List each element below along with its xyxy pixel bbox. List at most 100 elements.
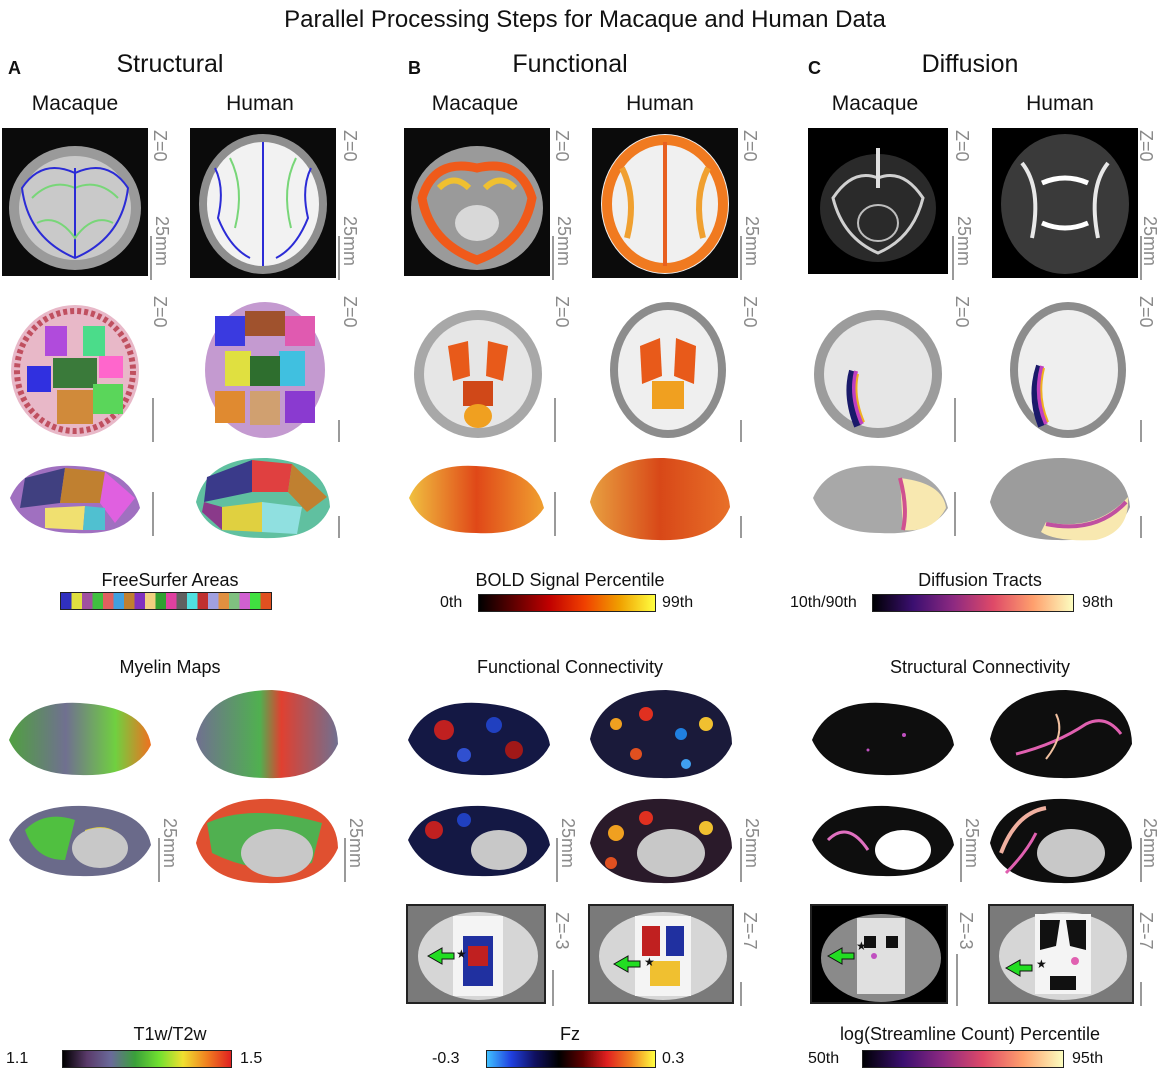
panel-a-scale-label-2: 25mm: [340, 216, 360, 267]
panel-a-scalebar-5: [152, 492, 154, 536]
panel-c-macaque-label: Macaque: [831, 92, 919, 115]
panel-c-scalebar-7: [960, 838, 962, 882]
panel-a-human-myelin-lateral: [196, 690, 338, 779]
panel-b-bold-colorbar: [478, 594, 656, 612]
panel-a-scale-label-3: 25mm: [160, 818, 180, 869]
panel-b-z-label-2: Z=0: [740, 130, 760, 162]
panel-c-section2-title: Structural Connectivity: [889, 657, 1071, 677]
panel-a-colorbar2-max: 1.5: [240, 1050, 263, 1067]
panel-a-colorbar2-min: 1.1: [6, 1050, 29, 1067]
panel-b-human-seed-slice: ★: [588, 904, 734, 1004]
panel-a-macaque-label: Macaque: [31, 92, 119, 115]
panel-a-z-label-3: Z=0: [150, 296, 170, 328]
panel-b-scale-label-4: 25mm: [742, 818, 762, 869]
panel-b-scale-label-3: 25mm: [558, 818, 578, 869]
panel-a-colorbar2-title: T1w/T2w: [133, 1024, 207, 1044]
panel-a-scale-label-1: 25mm: [152, 216, 172, 267]
panel-c-scale-label-1: 25mm: [954, 216, 974, 267]
panel-c-scalebar-8: [1140, 838, 1142, 882]
panel-a-z-label-4: Z=0: [340, 296, 360, 328]
panel-c-human-label: Human: [1026, 92, 1094, 115]
panel-c-slice-label-2: Z=-7: [1136, 912, 1156, 950]
panel-b-colorbar2-title: Fz: [560, 1024, 580, 1044]
panel-c-scalebar-10: [1140, 982, 1142, 1006]
panel-c-slice-label-1: Z=-3: [956, 912, 976, 950]
panel-b-macaque-bold-slice: [404, 128, 550, 276]
panel-a-scalebar-1: [150, 236, 152, 280]
panel-c-scalebar-3: [954, 398, 956, 442]
svg-text:★: ★: [856, 939, 867, 953]
panel-a-human-label: Human: [226, 92, 294, 115]
figure-title: Parallel Processing Steps for Macaque an…: [284, 6, 886, 33]
panel-c-title: Diffusion: [921, 50, 1019, 78]
svg-text:★: ★: [456, 947, 467, 961]
panel-b-macaque-label: Macaque: [431, 92, 519, 115]
panel-a-letter: A: [8, 58, 21, 78]
panel-b-colorbar-min: 0th: [440, 594, 463, 611]
panel-b-human-bold-surface: [590, 457, 730, 541]
panel-b-fz-colorbar: [486, 1050, 656, 1068]
panel-a-scalebar-4: [338, 420, 340, 442]
panel-c-scalebar-2: [1140, 236, 1142, 280]
panel-b-colorbar-title: BOLD Signal Percentile: [475, 570, 665, 590]
panel-a-scalebar-6: [338, 516, 340, 538]
panel-a-human-surface-areas: [196, 457, 330, 539]
panel-a-section2-title: Myelin Maps: [119, 657, 221, 677]
panel-b-colorbar-max: 99th: [662, 594, 694, 611]
panel-a-scalebar-3: [152, 398, 154, 442]
panel-c-colorbar2-max: 95th: [1072, 1050, 1104, 1067]
panel-a-title: Structural: [116, 50, 224, 78]
panel-c-macaque-tract-surface: [813, 465, 948, 534]
panel-b-z-label-4: Z=0: [740, 296, 760, 328]
panel-b-colorbar2-max: 0.3: [662, 1050, 685, 1067]
panel-c-human-tract-surface: [990, 457, 1130, 541]
panel-b-colorbar2-min: -0.3: [432, 1050, 460, 1067]
panel-b-section2-title: Functional Connectivity: [476, 657, 664, 677]
panel-c-scale-label-2: 25mm: [1140, 216, 1160, 267]
panel-b-human-fc-lateral: [590, 690, 732, 779]
panel-c-scale-label-3: 25mm: [962, 818, 982, 869]
svg-text:★: ★: [644, 955, 655, 969]
panel-a-scalebar-8: [344, 838, 346, 882]
panel-a-z-label-1: Z=0: [150, 130, 170, 162]
panel-c-human-sc-lateral: [990, 690, 1132, 779]
panel-b-z-label-1: Z=0: [552, 130, 572, 162]
panel-a-freesurfer-colorbar: [60, 592, 272, 610]
svg-text:★: ★: [1036, 957, 1047, 971]
panel-b-scale-label-2: 25mm: [742, 216, 762, 267]
panel-c-macaque-seed-slice: ★: [810, 904, 948, 1004]
panel-b-scalebar-2: [740, 236, 742, 280]
panel-b-scalebar-10: [740, 982, 742, 1006]
panel-a-t1w-t2w-colorbar: [62, 1050, 232, 1068]
panel-c-macaque-dwi-slice: [808, 128, 948, 274]
panel-c-scalebar-4: [1140, 420, 1142, 442]
panel-c-z-label-1: Z=0: [952, 130, 972, 162]
panel-a-scalebar-2: [338, 236, 340, 280]
panel-b-scalebar-9: [552, 970, 554, 1006]
panel-b-human-label: Human: [626, 92, 694, 115]
panel-c-colorbar-max: 98th: [1082, 594, 1114, 611]
panel-b-scalebar-3: [554, 398, 556, 442]
panel-c-tracts-colorbar: [872, 594, 1074, 612]
panel-b-slice-label-2: Z=-7: [740, 912, 760, 950]
panel-b-macaque-subcortical-slice: [414, 310, 542, 438]
panel-b-human-bold-slice: [592, 128, 738, 278]
panel-c-scalebar-1: [952, 236, 954, 280]
panel-b-z-label-3: Z=0: [552, 296, 572, 328]
panel-c-colorbar-min: 10th/90th: [790, 594, 857, 611]
panel-b-letter: B: [408, 58, 421, 78]
panel-a-human-myelin-medial: [196, 798, 338, 884]
panel-c-scalebar-6: [1140, 516, 1142, 538]
panel-b-macaque-fc-lateral: [408, 702, 550, 776]
panel-c-macaque-sc-lateral: [812, 702, 954, 776]
panel-b-scalebar-5: [554, 492, 556, 536]
panel-c-colorbar2-min: 50th: [808, 1050, 840, 1067]
panel-b-human-subcortical-slice: [610, 302, 726, 438]
panel-a-human-mri-slice: [190, 128, 336, 278]
panel-b-scalebar-4: [740, 420, 742, 442]
panel-a-macaque-surface-areas: [10, 465, 140, 534]
panel-c-z-label-2: Z=0: [1136, 130, 1156, 162]
panel-b-slice-label-1: Z=-3: [552, 912, 572, 950]
panel-a-scalebar-7: [158, 838, 160, 882]
panel-a-human-segmentation: [205, 302, 325, 438]
